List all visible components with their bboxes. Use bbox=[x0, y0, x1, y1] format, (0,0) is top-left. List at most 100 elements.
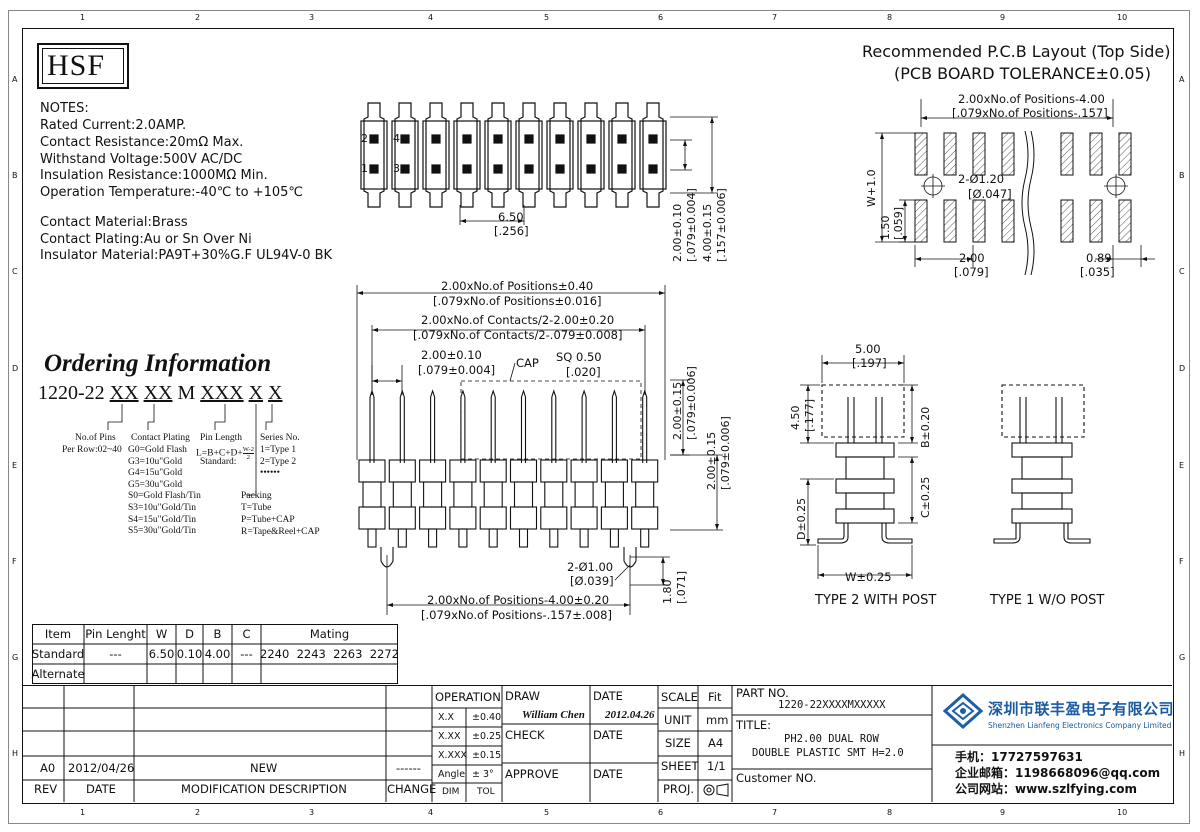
pcb-pad bbox=[972, 132, 986, 176]
dim-positions-in: [.079xNo.of Positions±0.016] bbox=[433, 294, 602, 308]
plating-item: G0=Gold Flash bbox=[128, 445, 187, 455]
end-height-in: [.177] bbox=[803, 398, 816, 432]
top-view-pin-pair bbox=[639, 102, 667, 208]
side-view-pin bbox=[419, 389, 447, 548]
pcb-layout-drawing bbox=[875, 99, 1155, 276]
draw-date: 2012.04.26 bbox=[605, 709, 655, 721]
zone-number: 2 bbox=[195, 13, 201, 22]
spec-header: Mating bbox=[309, 627, 350, 641]
tol-label: TOL bbox=[477, 787, 495, 797]
top-view-pin-pair bbox=[546, 102, 574, 208]
pin-label: 3 bbox=[393, 162, 400, 175]
zone-letter: F bbox=[12, 557, 17, 566]
plating-item: S5=30u"Gold/Tin bbox=[128, 526, 197, 537]
note-line: Operation Temperature:-40℃ to +105℃ bbox=[40, 185, 304, 200]
dim-v-b: 2.00±0.15 bbox=[705, 431, 718, 490]
rev-a0-desc: NEW bbox=[250, 761, 278, 775]
company-name-en: Shenzhen Lianfeng Electronics Company Li… bbox=[988, 721, 1172, 730]
pcb-h-dim: 1.50 bbox=[879, 215, 892, 241]
post-height: 1.80 bbox=[661, 579, 674, 605]
zone-number: 3 bbox=[309, 13, 315, 22]
pcb-pitch-in: [.079] bbox=[954, 265, 989, 279]
note-line: Contact Material:Brass bbox=[40, 215, 188, 230]
title-block-grid bbox=[22, 685, 1172, 802]
length-standard: Standard: bbox=[200, 457, 237, 467]
pcb-pad bbox=[1001, 199, 1015, 243]
rev-a0: A0 bbox=[40, 761, 56, 775]
zone-number: 8 bbox=[887, 13, 893, 22]
zone-number: 6 bbox=[658, 13, 664, 22]
plating-title: Contact Plating bbox=[131, 433, 190, 443]
dim-v-a-in: [.079±0.006] bbox=[685, 366, 698, 440]
note-line: Withstand Voltage:500V AC/DC bbox=[40, 152, 243, 167]
note-line: Insulation Resistance:1000MΩ Min. bbox=[40, 168, 268, 183]
draw-date-label: DATE bbox=[593, 689, 623, 703]
sheet-label: SHEET bbox=[661, 759, 699, 773]
unit-mm: mm bbox=[706, 713, 729, 727]
sq-dim: SQ 0.50 bbox=[556, 350, 602, 364]
zone-number: 10 bbox=[1117, 808, 1128, 817]
packing-title: Packing bbox=[241, 491, 272, 501]
top-view-pin-pair bbox=[484, 102, 512, 208]
dim-top-v2-in: [.157±0.006] bbox=[715, 188, 728, 262]
post-dim: 2-Ø1.00 bbox=[567, 560, 614, 574]
code-part: X bbox=[268, 382, 283, 404]
end-height: 4.50 bbox=[789, 405, 802, 431]
ordering-code: 1220-22 XX XX M XXX X X bbox=[38, 382, 283, 405]
dim-top-v1-in: [.079±0.004] bbox=[685, 188, 698, 262]
drawer-name: William Chen bbox=[522, 709, 585, 721]
zone-number: 8 bbox=[887, 808, 893, 817]
pcb-title: Recommended P.C.B Layout (Top Side) bbox=[862, 42, 1171, 61]
ordering-title: Ordering Information bbox=[44, 350, 272, 377]
plating-item: G4=15u"Gold bbox=[128, 468, 183, 479]
dim-label: DIM bbox=[442, 787, 460, 797]
rev-a0-date: 2012/04/26 bbox=[68, 761, 135, 775]
dim-v-a: 2.00±0.15 bbox=[671, 381, 684, 440]
end-width-in: [.197] bbox=[852, 356, 887, 370]
code-part: XXX bbox=[200, 382, 244, 404]
series-title: Series No. bbox=[260, 433, 300, 443]
note-line: Contact Resistance:20mΩ Max. bbox=[40, 135, 244, 150]
rev-header: REV bbox=[34, 782, 58, 796]
zone-letter: C bbox=[12, 267, 18, 276]
spec-cell: --- bbox=[109, 647, 122, 661]
dim-pitch-in: [.079±0.004] bbox=[418, 363, 496, 377]
pcb-h-dim-in: [.059] bbox=[892, 206, 905, 240]
pcb-pad bbox=[943, 199, 957, 243]
zone-number: 4 bbox=[428, 13, 434, 22]
pin-label: 2 bbox=[361, 132, 368, 145]
part-no-label: PART NO. bbox=[736, 686, 789, 700]
zone-number: 5 bbox=[544, 808, 550, 817]
pcb-w-dim: W+1.0 bbox=[865, 169, 878, 207]
check-date-label: DATE bbox=[593, 728, 623, 742]
plating-item: S4=15u"Gold/Tin bbox=[128, 514, 197, 525]
pin-label: 4 bbox=[393, 132, 400, 145]
company-website: 公司网站：www.szlfying.com bbox=[955, 782, 1137, 796]
side-view-pin bbox=[509, 389, 538, 548]
top-view-pin-pair bbox=[608, 102, 636, 208]
dim-bottom-in: [.079xNo.of Positions-.157±.008] bbox=[421, 608, 612, 622]
tol-dim: X.XX bbox=[438, 731, 461, 742]
zone-letter: F bbox=[1179, 557, 1184, 566]
plating-item: G3=10u"Gold bbox=[128, 456, 183, 467]
pcb-hole-dim-in: [Ø.047] bbox=[968, 187, 1012, 201]
change-header: CHANGE bbox=[387, 782, 437, 796]
zone-letter: H bbox=[1179, 749, 1186, 758]
post-height-in: [.071] bbox=[675, 570, 688, 604]
b-dim: B±0.20 bbox=[919, 406, 932, 448]
dim-bottom: 2.00xNo.of Positions-4.00±0.20 bbox=[427, 593, 610, 607]
spec-header: Item bbox=[44, 627, 72, 641]
d-dim: D±0.25 bbox=[795, 497, 808, 540]
spec-cell: 4.00 bbox=[204, 647, 231, 661]
zone-letter: H bbox=[12, 749, 19, 758]
pcb-pad-width: 0.89 bbox=[1086, 251, 1112, 265]
top-view-pin-pair bbox=[515, 102, 543, 208]
approve-date-label: DATE bbox=[593, 767, 623, 781]
side-view-drawing bbox=[356, 285, 723, 615]
approve-label: APPROVE bbox=[505, 767, 559, 781]
zone-number: 10 bbox=[1117, 13, 1128, 22]
zone-letter: B bbox=[12, 171, 18, 180]
top-view-pin-pair bbox=[453, 102, 481, 208]
side-view-pin bbox=[479, 389, 507, 548]
